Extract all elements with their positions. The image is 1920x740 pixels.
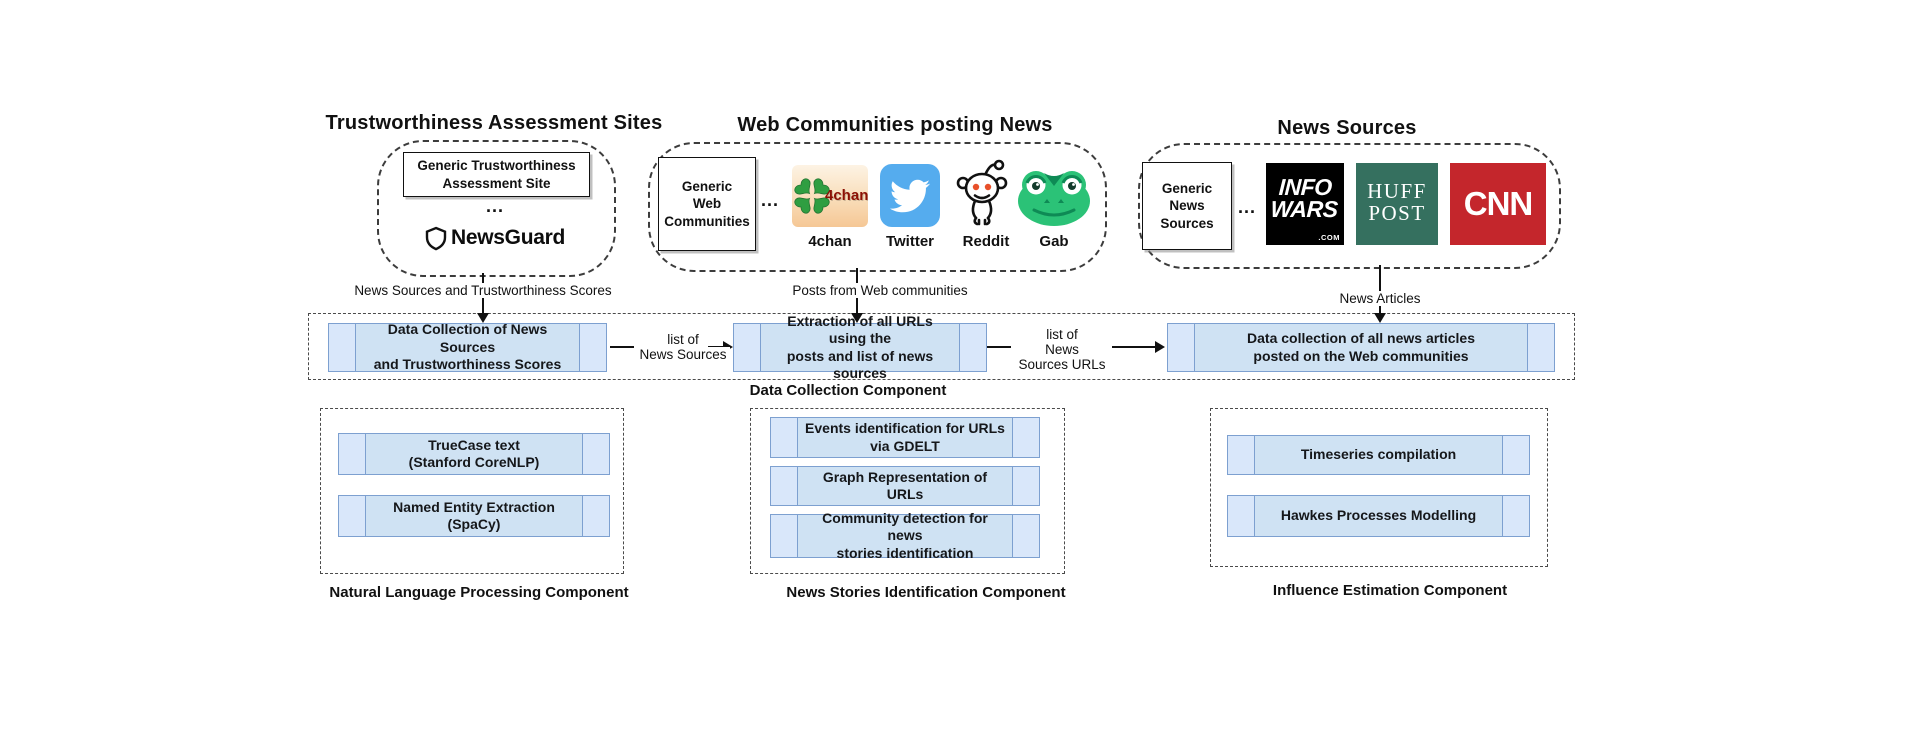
section-title-trustworthiness: Trustworthiness Assessment Sites [325, 112, 663, 134]
community-label-twitter: Twitter [885, 233, 935, 250]
caption-nlp-component: Natural Language Processing Component [329, 584, 629, 601]
generic-web-line2: Web [692, 196, 722, 212]
flow-label-news-text: News Articles [1336, 291, 1424, 306]
tile-gab [1016, 164, 1092, 227]
influence-component-container [1210, 408, 1548, 567]
tile-reddit [950, 158, 1014, 230]
shield-icon [425, 226, 447, 250]
cnn-wordmark: CNN [1463, 185, 1533, 222]
generic-news-line1: Generic [1161, 180, 1213, 196]
huffpost-line2: POST [1368, 201, 1426, 226]
flow-label-web: Posts from Web communities [680, 283, 1080, 298]
community-label-gab: Gab [1039, 233, 1069, 250]
huffpost-logo: HUFF POST [1356, 163, 1438, 245]
tile-twitter [880, 164, 940, 227]
flow-label-web-text: Posts from Web communities [789, 283, 971, 298]
nlp-box1-line2: (Stanford CoreNLP) [408, 454, 540, 470]
cnn-logo: CNN [1450, 163, 1546, 245]
dc-internal2-line1: list of [1043, 327, 1081, 342]
dc-box1-line1: Data Collection of News Sources [387, 321, 548, 355]
dc-box2-line1: Extraction of all URLs using the [787, 312, 933, 347]
generic-news-line2: News [1169, 198, 1205, 214]
dc-internal1-line1: list of [664, 332, 702, 347]
infowars-line2: WARS [1269, 195, 1339, 222]
nlp-box2-line1: Named Entity Extraction [393, 498, 555, 515]
process-box-truecase: TrueCase text(Stanford CoreNLP) [338, 433, 610, 475]
nlp-component-container [320, 408, 624, 574]
dc-box3-line2: posted on the Web communities [1253, 347, 1469, 364]
st-box1-line2: via GDELT [870, 437, 940, 454]
ellipsis-news: ... [1237, 197, 1256, 217]
inf-box1-line1: Timeseries compilation [1300, 446, 1457, 463]
ellipsis-trust: ... [485, 196, 504, 216]
process-box-hawkes: Hawkes Processes Modelling [1227, 495, 1530, 537]
section-title-news-sources: News Sources [1277, 117, 1417, 139]
dc-internal2-line2: News [1042, 342, 1082, 357]
dc-box3-line1: Data collection of all news articles [1247, 330, 1475, 346]
twitter-bird-icon [890, 179, 930, 212]
flow-label-list-of-news-sources-urls: list of News Sources URLs [1014, 327, 1110, 372]
generic-trust-line2: Assessment Site [442, 175, 551, 191]
generic-news-sources-box: Generic News Sources [1142, 162, 1232, 250]
stories-component-container [750, 408, 1065, 574]
dc-internal2-line3: Sources URLs [1015, 357, 1109, 372]
inf-box2-line1: Hawkes Processes Modelling [1280, 507, 1477, 524]
caption-influence-component: Influence Estimation Component [1272, 582, 1508, 599]
generic-trustworthiness-box: Generic Trustworthiness Assessment Site [403, 152, 590, 197]
process-box-timeseries: Timeseries compilation [1227, 435, 1530, 475]
reddit-alien-icon [956, 159, 1008, 226]
community-label-4chan: 4chan [808, 233, 852, 250]
huffpost-line1: HUFF [1367, 179, 1427, 203]
infowars-logo: INFO WARS .COM [1266, 163, 1344, 245]
flow-label-news: News Articles [1284, 291, 1476, 306]
generic-news-line3: Sources [1160, 215, 1214, 231]
container-trustworthiness-sites [377, 140, 616, 277]
nlp-box1-line1: TrueCase text [428, 436, 520, 453]
container-web-communities [648, 142, 1107, 272]
community-label-reddit: Reddit [962, 233, 1010, 250]
generic-web-line1: Generic [681, 178, 733, 194]
clover-icon [794, 178, 830, 214]
nlp-box2-line2: (SpaCy) [447, 516, 501, 532]
flow-label-trust: News Sources and Trustworthiness Scores [273, 283, 693, 298]
frog-icon [1018, 171, 1090, 226]
caption-stories-component: News Stories Identification Component [786, 584, 1066, 601]
ellipsis-web: ... [760, 190, 779, 210]
process-box-named-entity: Named Entity Extraction(SpaCy) [338, 495, 610, 537]
st-box2-line1: Graph Representation of URLs [822, 468, 988, 503]
data-collection-container [308, 313, 1575, 380]
st-box3-line2: stories identification [836, 544, 974, 561]
fourchan-wordmark: 4chan [825, 187, 868, 204]
flow-label-list-of-news-sources: list of News Sources [632, 332, 734, 362]
dc-box2-line2: posts and list of news sources [786, 347, 934, 382]
generic-web-communities-box: Generic Web Communities [658, 157, 756, 251]
container-news-sources [1138, 143, 1561, 269]
dc-internal1-line2: News Sources [636, 347, 730, 362]
connector-line-1 [610, 346, 634, 348]
tile-4chan: 4chan [792, 165, 868, 227]
generic-web-line3: Communities [664, 213, 750, 229]
process-box-graph-representation: Graph Representation of URLs [770, 466, 1040, 506]
st-box3-line1: Community detection for news [822, 509, 988, 544]
newsguard-logo: NewsGuard [398, 222, 592, 254]
section-title-web-communities: Web Communities posting News [737, 114, 1053, 136]
flow-label-trust-text: News Sources and Trustworthiness Scores [351, 283, 615, 298]
st-box1-line1: Events identification for URLs [805, 420, 1005, 436]
dc-box1-line2: and Trustworthiness Scores [373, 356, 562, 373]
infowars-com-suffix: .COM [1318, 233, 1340, 242]
arrow-news-to-datacollection [1374, 265, 1386, 323]
arrow-to-article-collection [1112, 341, 1165, 353]
newsguard-wordmark: NewsGuard [451, 226, 565, 249]
connector-line-2 [987, 346, 1011, 348]
caption-data-collection-component: Data Collection Component [749, 382, 947, 399]
generic-trust-line1: Generic Trustworthiness [417, 157, 576, 173]
